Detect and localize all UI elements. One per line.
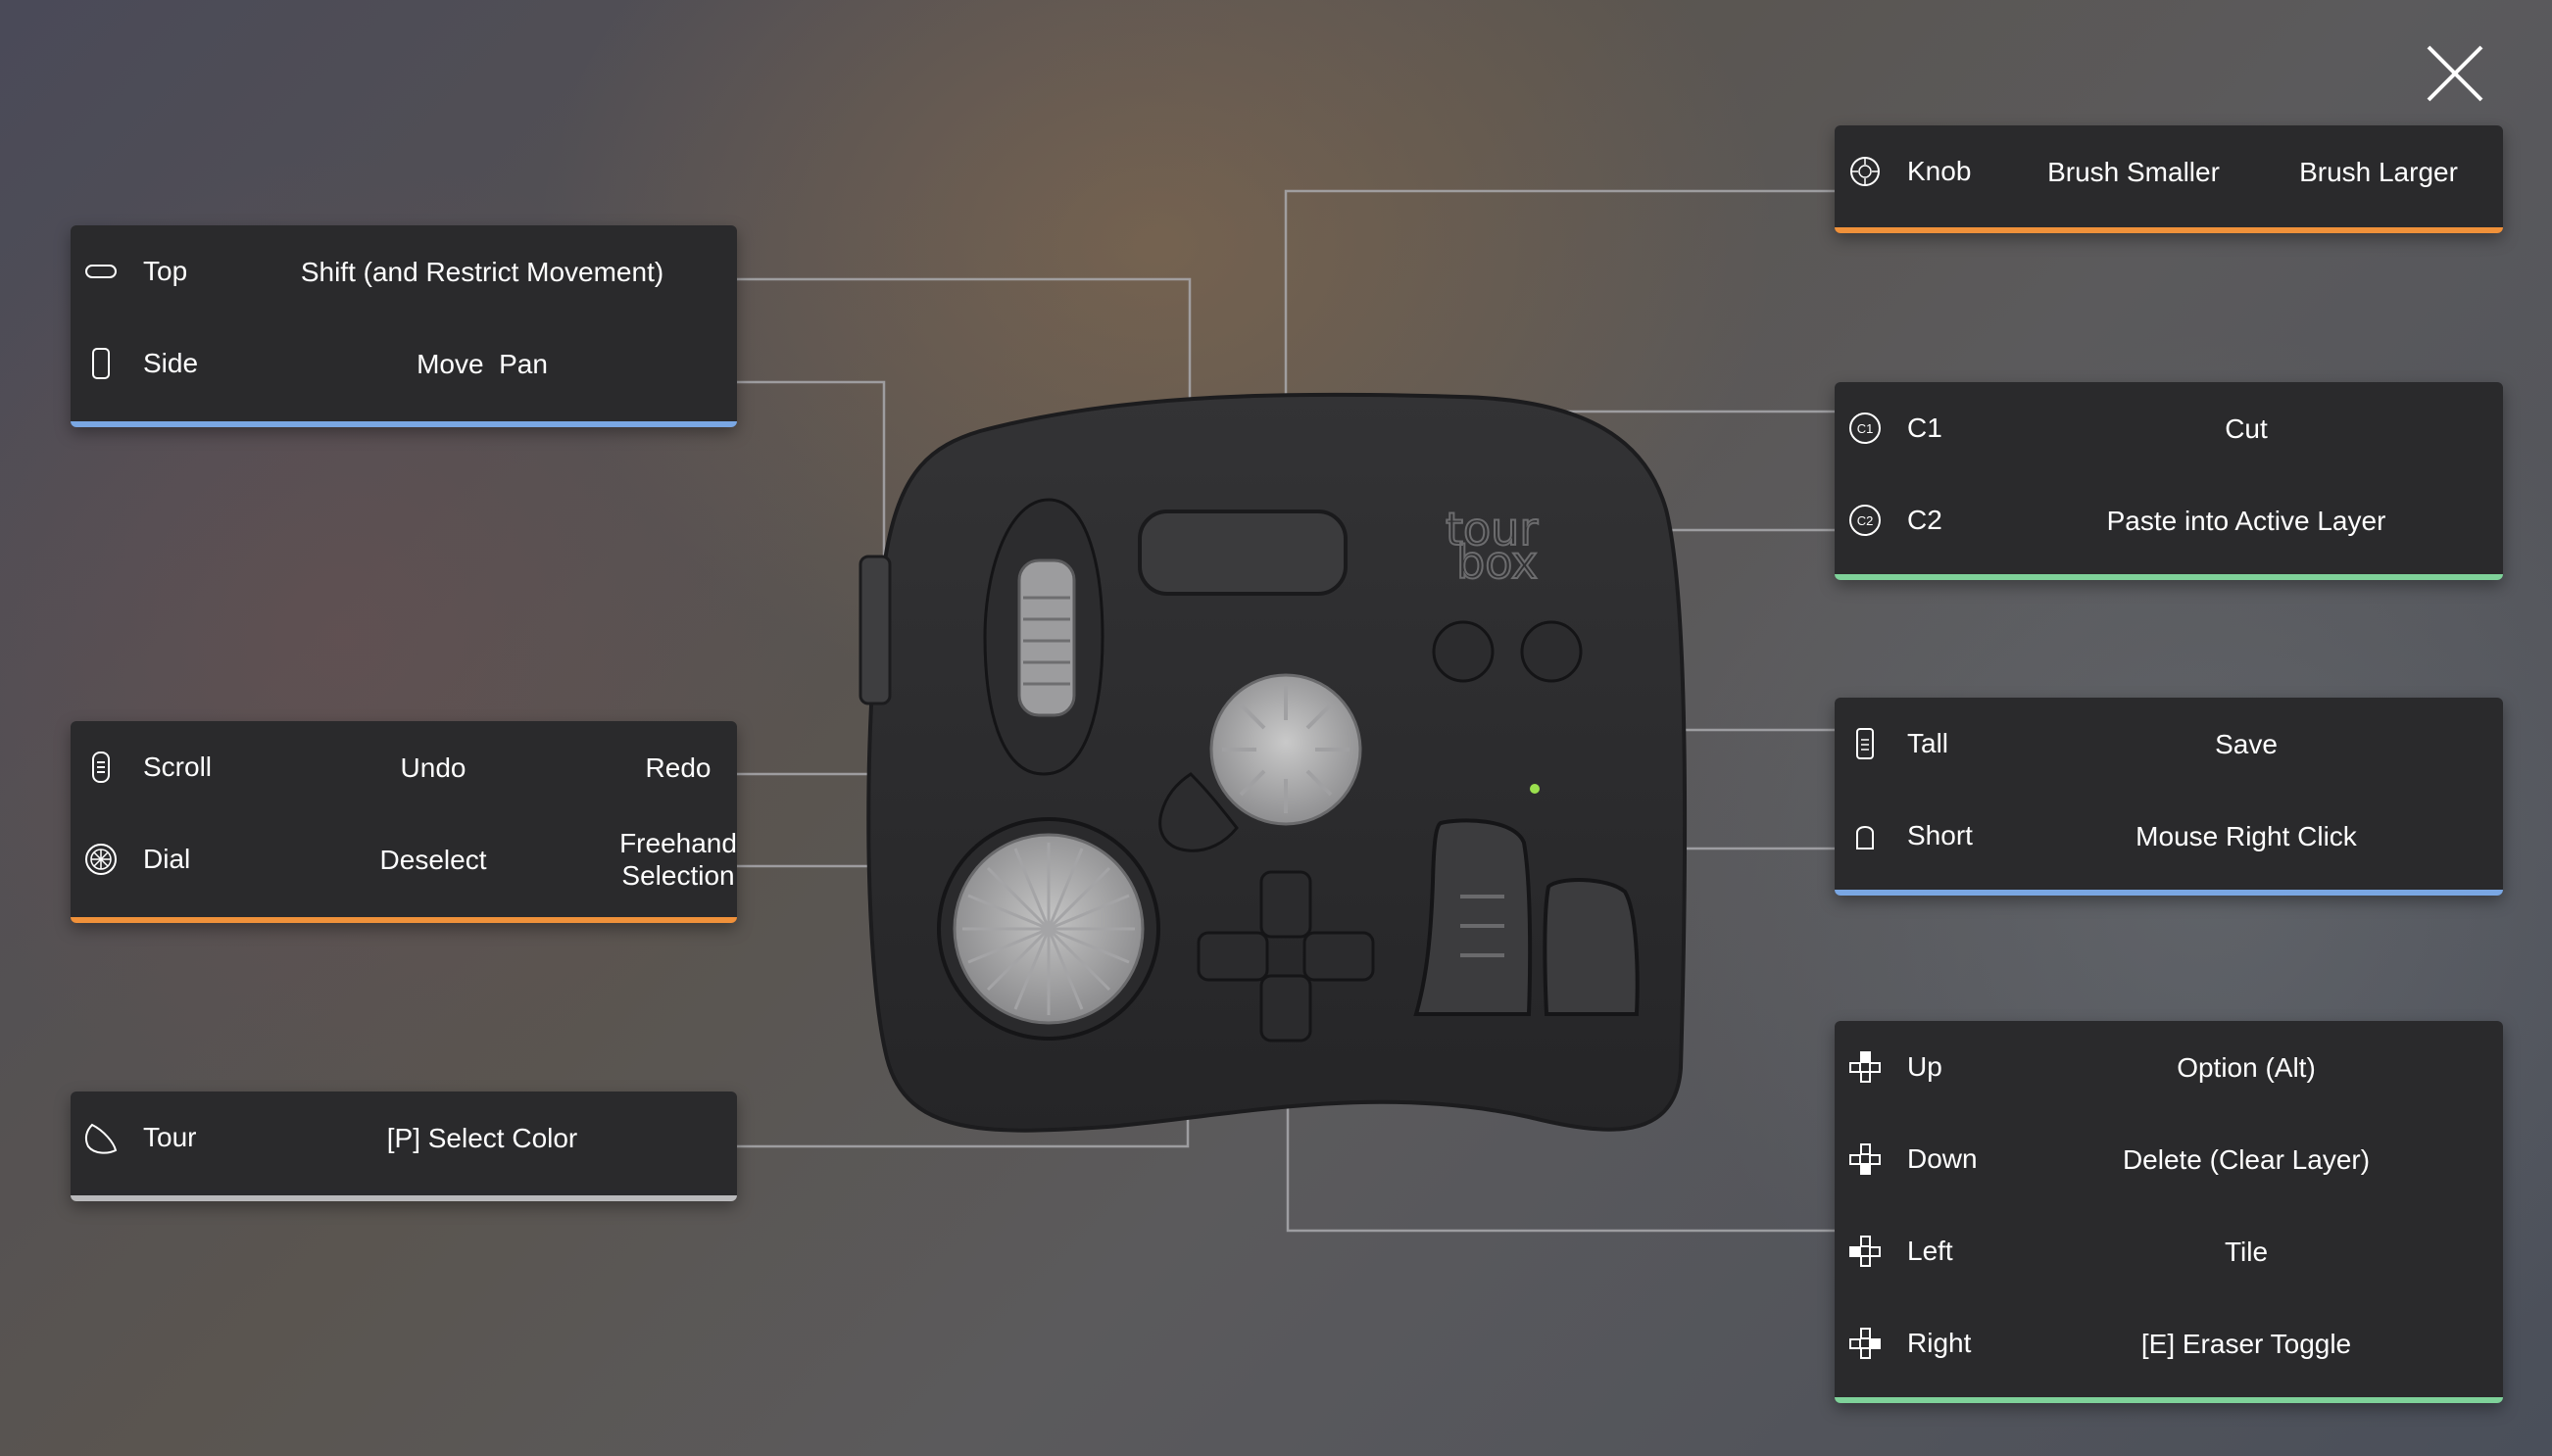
mapping-value-tour: [P] Select Color [386, 1122, 578, 1153]
mapping-label-knob: Knob [1907, 156, 1972, 186]
mapping-value-side: Move Pan [417, 348, 548, 379]
mapping-row-knob[interactable]: Knob Brush Smaller Brush Larger [1835, 125, 2503, 218]
connector-side [737, 380, 886, 558]
mapping-label-c2: C2 [1907, 505, 1942, 535]
device-short-button [1543, 878, 1640, 1016]
device-logo-line2: box [1456, 536, 1538, 589]
c1-glyph: C1 [1857, 421, 1874, 436]
device-status-light [1530, 784, 1540, 794]
mapping-row-left[interactable]: Left Tile [1835, 1205, 2503, 1297]
device-dpad-right [1302, 931, 1375, 982]
mapping-row-scroll[interactable]: Scroll Undo Redo [71, 721, 737, 813]
mapping-row-dial[interactable]: Dial Deselect Freehand Selection [71, 813, 737, 905]
mapping-value-top: Shift (and Restrict Movement) [300, 256, 664, 287]
panel-tour: Tour [P] Select Color [71, 1092, 737, 1201]
mapping-value-up: Option (Alt) [2177, 1051, 2316, 1083]
panel-tall-short: Tall Save Short Mouse Right Click [1835, 698, 2503, 896]
close-icon [2427, 45, 2483, 102]
mapping-value-left: Tile [2224, 1236, 2269, 1267]
mapping-label-short: Short [1907, 820, 1973, 850]
mapping-value-dial-left: Deselect [379, 844, 487, 875]
accent-bar [1835, 1397, 2503, 1403]
mapping-label-up: Up [1907, 1051, 1942, 1082]
accent-bar [71, 421, 737, 427]
short-button-icon [1856, 826, 1874, 849]
mapping-row-side[interactable]: Side Move Pan [71, 317, 737, 410]
panel-dpad: Up Option (Alt) Down Delete (Clear Layer… [1835, 1021, 2503, 1403]
mapping-row-down[interactable]: Down Delete (Clear Layer) [1835, 1113, 2503, 1205]
device-tour-button [1158, 772, 1239, 852]
device-dpad-up [1259, 870, 1312, 939]
dpad-right-icon [1849, 1328, 1881, 1359]
accent-bar [71, 917, 737, 923]
knob-icon [1850, 157, 1880, 186]
dpad-left-icon [1849, 1236, 1881, 1267]
mapping-row-tall[interactable]: Tall Save [1835, 698, 2503, 790]
device-scroll-wheel [1017, 558, 1076, 717]
side-button-icon [92, 348, 110, 379]
mapping-row-short[interactable]: Short Mouse Right Click [1835, 790, 2503, 882]
mapping-label-c1: C1 [1907, 413, 1942, 443]
accent-bar [1835, 890, 2503, 896]
mapping-label-tall: Tall [1907, 728, 1949, 758]
close-button[interactable] [2421, 39, 2489, 108]
device-dpad-left [1197, 931, 1269, 982]
accent-bar [1835, 574, 2503, 580]
device-c2-button [1520, 620, 1583, 683]
mapping-value-short: Mouse Right Click [2135, 820, 2357, 851]
mapping-value-c1: Cut [2225, 413, 2268, 444]
accent-bar [1835, 227, 2503, 233]
device-c1-button [1432, 620, 1495, 683]
scroll-wheel-icon [92, 752, 110, 783]
mapping-label-top: Top [143, 256, 188, 286]
c2-button-icon: C2 [1849, 505, 1881, 536]
mapping-value-knob-left: Brush Smaller [2047, 156, 2220, 187]
c1-button-icon: C1 [1849, 413, 1881, 444]
panel-scroll-dial: Scroll Undo Redo Dial Deselect Freehand … [71, 721, 737, 923]
mapping-value-dial-right: Freehand Selection [619, 828, 737, 891]
tall-button-icon [1856, 728, 1874, 759]
mapping-label-right: Right [1907, 1328, 1972, 1358]
mapping-label-side: Side [143, 348, 199, 378]
mapping-row-up[interactable]: Up Option (Alt) [1835, 1021, 2503, 1113]
device-top-button [1138, 510, 1348, 596]
mapping-value-scroll-left: Undo [400, 752, 466, 783]
mapping-label-left: Left [1907, 1236, 1953, 1266]
tour-button-icon [84, 1123, 118, 1154]
mapping-label-dial: Dial [143, 844, 191, 874]
dpad-down-icon [1849, 1143, 1881, 1175]
mapping-value-c2: Paste into Active Layer [2106, 505, 2386, 536]
mapping-row-tour[interactable]: Tour [P] Select Color [71, 1092, 737, 1184]
top-button-icon [85, 265, 117, 278]
panel-knob: Knob Brush Smaller Brush Larger [1835, 125, 2503, 233]
mapping-label-scroll: Scroll [143, 752, 213, 782]
mapping-value-knob-right: Brush Larger [2299, 156, 2458, 187]
mapping-value-right: [E] Eraser Toggle [2140, 1328, 2352, 1359]
mapping-row-top[interactable]: Top Shift (and Restrict Movement) [71, 225, 737, 317]
device-logo-line1: tour [1446, 503, 1538, 556]
mapping-row-right[interactable]: Right [E] Eraser Toggle [1835, 1297, 2503, 1389]
mapping-value-tall: Save [2215, 728, 2278, 759]
device-dpad-down [1259, 974, 1312, 1043]
accent-bar [71, 1195, 737, 1201]
device-tall-button [1413, 818, 1533, 1016]
dpad-up-icon [1849, 1051, 1881, 1083]
dial-icon [85, 844, 117, 875]
panel-top-side: Top Shift (and Restrict Movement) Side M… [71, 225, 737, 427]
mapping-value-scroll-right: Redo [645, 752, 712, 783]
mapping-label-tour: Tour [143, 1122, 197, 1152]
panel-c1-c2: C1 C1 Cut C2 C2 Paste into Active Layer [1835, 382, 2503, 580]
mapping-row-c1[interactable]: C1 C1 Cut [1835, 382, 2503, 474]
mapping-label-down: Down [1907, 1143, 1978, 1174]
c2-glyph: C2 [1857, 513, 1874, 528]
device-side-button [859, 555, 892, 705]
mapping-row-c2[interactable]: C2 C2 Paste into Active Layer [1835, 474, 2503, 566]
mapping-value-down: Delete (Clear Layer) [2122, 1143, 2371, 1175]
